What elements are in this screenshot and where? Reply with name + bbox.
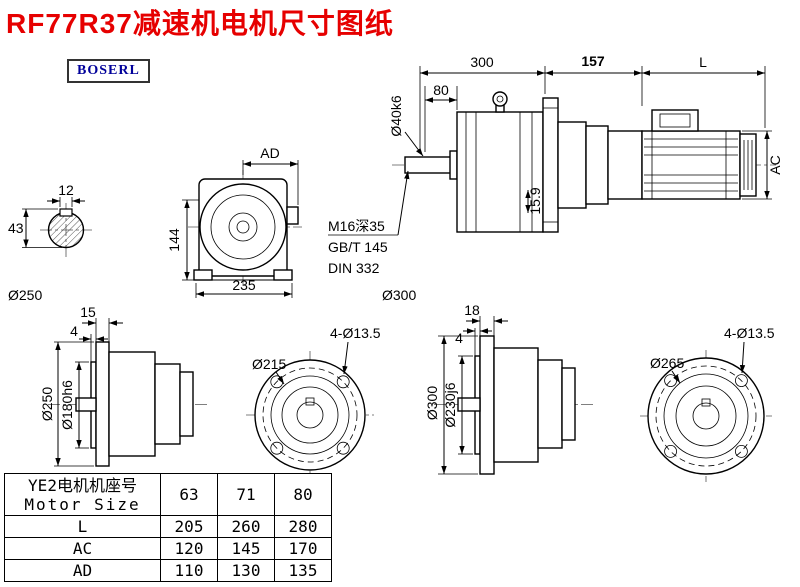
dim-15-9: 15.9 [527,187,543,214]
table-cell: 280 [274,515,332,538]
output-flange-plate [542,97,559,233]
motor-body [641,130,741,200]
table-header-cell: YE2电机机座号 Motor Size [4,473,161,516]
output-shaft [457,397,481,412]
table-cell: 260 [217,515,275,538]
label-flange-d250: Ø250 [8,287,42,303]
table-row-AC: AC 120 145 170 [4,537,332,560]
table-row-AD: AD 110 130 135 [4,559,332,582]
assembly-side-view: 300 157 L 80 Ø40k6 AC 15.9 M16深35 GB/T 1… [328,53,783,303]
reducer-body-2 [537,359,563,449]
label-pitch-265: Ø265 [650,355,684,371]
output-flange-side-large: 18 4 Ø300 Ø230j6 [424,302,595,475]
row-label-L: L [4,515,161,538]
label-pitch-215: Ø215 [252,356,286,372]
shaft-shoulder [449,150,458,180]
label-holes-large: 4-Ø13.5 [724,325,775,341]
flange-od-circle [254,359,366,471]
dim-shaft-height: 43 [8,220,24,236]
dim-od-300: Ø300 [424,386,440,420]
motor-size-63: 63 [160,473,218,516]
input-shaft [404,156,458,174]
table-cell: 130 [217,559,275,582]
dim-L: L [699,54,707,70]
bolt-hole [270,441,284,455]
label-flange-d300: Ø300 [382,287,416,303]
table-cell: 135 [274,559,332,582]
bolt-hole [664,444,677,458]
bolt-hole [336,441,350,455]
reducer-body-1 [493,347,539,463]
terminal-box [651,109,699,132]
dim-300: 300 [470,54,494,70]
table-cell: 110 [160,559,218,582]
label-holes-small: 4-Ø13.5 [330,325,381,341]
bolt-hole [336,375,350,389]
reducer-body-2 [154,363,181,445]
table-cell: 120 [160,537,218,560]
output-flange-front-large: 4-Ø13.5 Ø265 [640,325,775,482]
flange-plate [95,341,110,467]
dim-144: 144 [166,228,182,252]
table-cell: 145 [217,537,275,560]
adapter-housing [557,121,587,209]
table-header-en: Motor Size [24,494,141,514]
bore-keyway [701,398,711,407]
row-label-AD: AD [4,559,161,582]
output-flange-side-small: 15 4 Ø250 Ø180h6 [39,304,210,467]
dim-15: 15 [80,304,96,320]
dim-4-large: 4 [455,330,463,346]
page-title: RF77R37减速机电机尺寸图纸 [6,8,394,39]
reducer-body-1 [108,351,156,457]
note-gbt145: GB/T 145 [328,239,388,255]
dim-ac: AC [767,155,783,174]
bolt-hole [735,374,748,388]
dim-ad: AD [260,145,279,161]
gearbox-front-view: AD 144 235 Ø250 [8,145,302,303]
note-din332: DIN 332 [328,260,380,276]
flange-plate [479,335,495,475]
output-flange-front-small: 4-Ø13.5 Ø215 [246,325,381,479]
motor-size-80: 80 [274,473,332,516]
reducer-body-3 [561,367,576,441]
shaft-section-circle [47,211,85,249]
eyebolt-ring [492,91,508,107]
foot-left [193,269,213,281]
motor-size-71: 71 [217,473,275,516]
flange-circle [199,183,287,271]
table-row-L: L 205 260 280 [4,515,332,538]
dim-spigot-230: Ø230j6 [442,382,458,427]
dim-shaft-diameter: Ø40k6 [388,95,404,136]
dim-spigot-180: Ø180h6 [59,380,75,430]
breather-boss [286,206,299,225]
dim-235: 235 [232,277,256,293]
table-cell: 170 [274,537,332,560]
motor-flange [585,125,609,205]
foot-right [273,269,293,281]
brand-text: BOSERL [77,63,140,78]
note-m16: M16深35 [328,218,385,234]
dim-4-small: 4 [70,323,78,339]
motor-size-table: YE2电机机座号 Motor Size 63 71 80 L 205 260 2… [4,473,332,582]
table-header-row: YE2电机机座号 Motor Size 63 71 80 [4,473,332,516]
dim-80: 80 [433,82,449,98]
row-label-AC: AC [4,537,161,560]
bolt-hole [735,444,748,458]
flange-od-circle [647,357,765,475]
table-cell: 205 [160,515,218,538]
reducer-body-3 [179,371,194,437]
table-header-cn: YE2电机机座号 [28,475,137,495]
dim-157: 157 [581,53,605,69]
motor-bell [607,130,643,200]
keyway [59,208,73,217]
shaft-section-view: 12 43 [8,182,92,257]
bore-keyway [305,397,315,406]
dim-18: 18 [464,302,480,318]
brand-logo: BOSERL [67,59,150,83]
dim-od-250: Ø250 [39,387,55,421]
dim-key-width: 12 [58,182,74,198]
